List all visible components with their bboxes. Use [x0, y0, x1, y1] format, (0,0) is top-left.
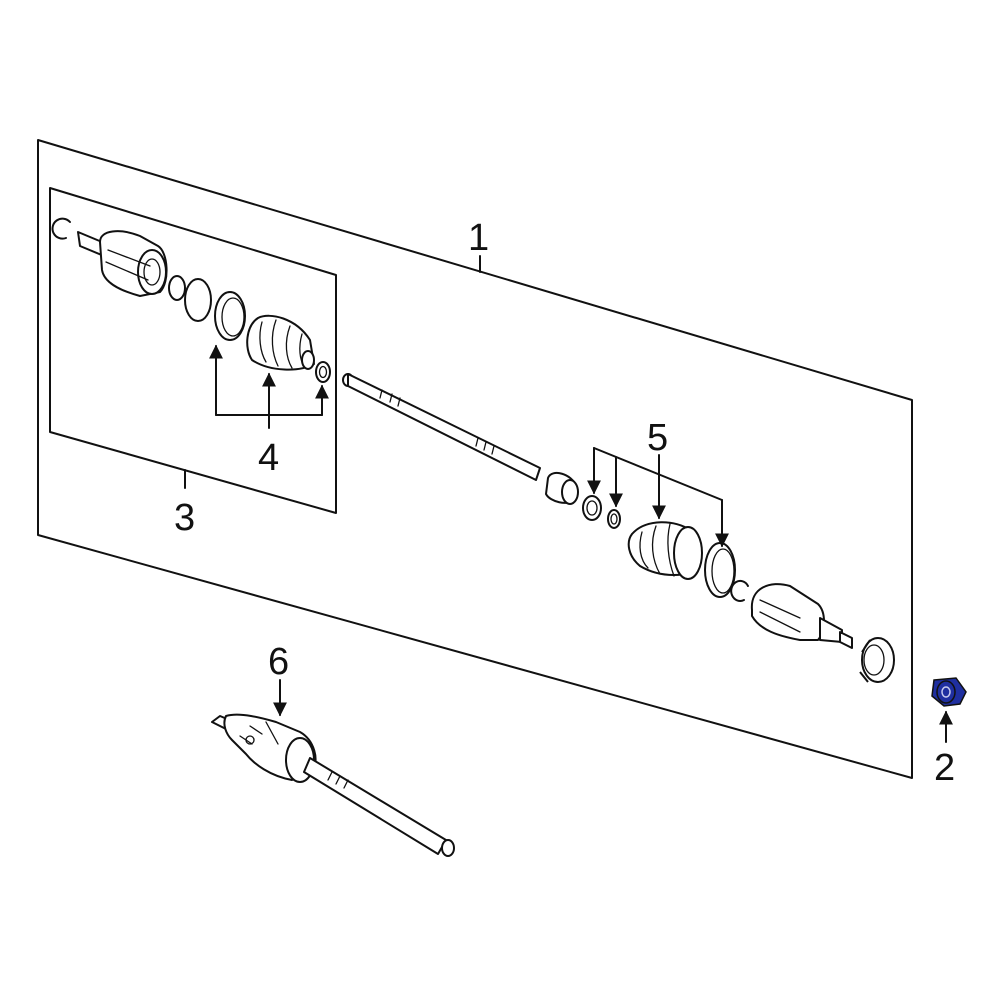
inner-cv-housing — [77, 230, 168, 297]
callout-4-label: 4 — [258, 437, 279, 479]
assembly-panel — [37, 139, 913, 779]
small-snap-ring — [168, 275, 186, 301]
intermediate-shaft[interactable] — [211, 713, 455, 857]
outer-cv-joint — [750, 583, 853, 649]
boot-clamp-small-inner — [315, 361, 331, 383]
axle-shaft — [342, 373, 541, 481]
boot-clamp-large-inner — [214, 291, 246, 341]
retaining-ring-outer-1 — [582, 495, 602, 521]
inner-boot — [246, 314, 315, 371]
axle-hub-nut[interactable] — [931, 677, 967, 707]
hub-seal — [859, 637, 895, 683]
callout-6-label: 6 — [268, 641, 289, 683]
callout-5-label: 5 — [647, 417, 668, 459]
inner-joint-panel — [49, 187, 337, 514]
callout-2-label: 2 — [934, 747, 955, 789]
callout-5-arrows — [587, 447, 729, 548]
circlip-left — [51, 217, 71, 240]
circlip-right — [730, 579, 749, 602]
boot-clamp-large-outer — [704, 542, 736, 598]
callout-4-arrows — [209, 344, 329, 429]
callout-3-label: 3 — [174, 497, 195, 539]
large-o-ring — [184, 278, 212, 322]
callout-1-label: 1 — [468, 217, 489, 259]
shaft-damper — [545, 471, 579, 505]
retaining-ring-outer-2 — [607, 509, 621, 529]
outer-boot — [627, 521, 703, 580]
